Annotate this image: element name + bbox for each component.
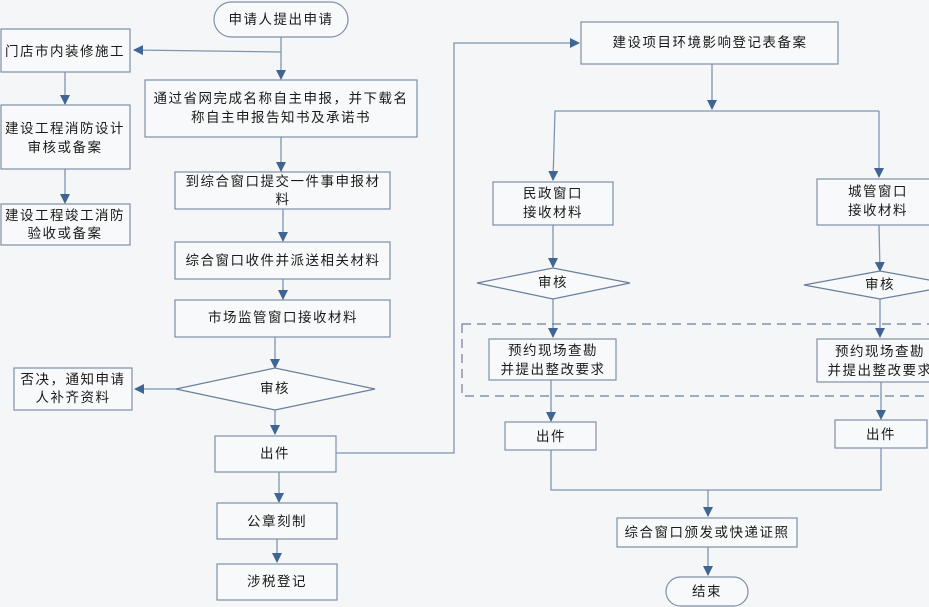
issue-right-node[interactable]: 出件 bbox=[834, 419, 928, 449]
review-left-decision[interactable]: 审核 bbox=[476, 267, 631, 300]
license-node[interactable]: 综合窗口颁发或快递证照 bbox=[616, 517, 798, 548]
online-declare-label-2: 称自主申报告知书及承诺书 bbox=[191, 109, 371, 126]
issue-right-label: 出件 bbox=[866, 427, 896, 443]
tax-label: 涉税登记 bbox=[247, 574, 307, 590]
issue-node[interactable]: 出件 bbox=[214, 435, 337, 473]
civil-window-node[interactable]: 民政窗口 接收材料 bbox=[492, 181, 614, 226]
fire-design-node[interactable]: 建设工程消防设计 审核或备案 bbox=[0, 104, 131, 170]
reject-label-2: 人补齐资料 bbox=[36, 390, 111, 406]
review-left-label: 审核 bbox=[538, 275, 568, 291]
renovation-node[interactable]: 门店市内装修施工 bbox=[0, 28, 131, 73]
issue-left-node[interactable]: 出件 bbox=[504, 421, 597, 451]
review-right-decision[interactable]: 审核 bbox=[803, 270, 929, 300]
urban-window-node[interactable]: 城管窗口 接收材料 bbox=[816, 178, 929, 226]
review-label: 审核 bbox=[260, 381, 290, 397]
inspect-left-label-1: 预约现场查勘 bbox=[508, 343, 598, 359]
fire-acceptance-node[interactable]: 建设工程竣工消防 验收或备案 bbox=[0, 203, 131, 246]
urban-window-label-2: 接收材料 bbox=[848, 202, 908, 219]
online-declare-node[interactable]: 通过省网完成名称自主申报，并下载名 称自主申报告知书及承诺书 bbox=[144, 79, 418, 138]
inspect-right-label-1: 预约现场查勘 bbox=[835, 344, 925, 360]
online-declare-label-1: 通过省网完成名称自主申报，并下载名 bbox=[154, 91, 409, 107]
renovation-label: 门店市内装修施工 bbox=[5, 43, 125, 60]
urban-window-label-1: 城管窗口 bbox=[848, 183, 908, 200]
receive-dispatch-label: 综合窗口收件并派送相关材料 bbox=[186, 252, 381, 269]
arrow-urban-to-review bbox=[874, 224, 885, 272]
inspection-group-frame bbox=[461, 323, 929, 397]
issue-left-label: 出件 bbox=[536, 429, 566, 445]
fire-acceptance-label-1: 建设工程竣工消防 bbox=[5, 208, 125, 224]
market-window-node[interactable]: 市场监管窗口接收材料 bbox=[174, 299, 391, 338]
merge-line bbox=[550, 448, 882, 491]
seal-node[interactable]: 公章刻制 bbox=[216, 502, 338, 540]
review-decision[interactable]: 审核 bbox=[175, 367, 376, 411]
submit-materials-label-2: 料 bbox=[276, 192, 291, 208]
submit-materials-label-1: 到综合窗口提交一件事申报材 bbox=[186, 173, 381, 190]
issue-label: 出件 bbox=[260, 446, 290, 462]
inspect-right-label-2: 并提出整改要求 bbox=[828, 363, 929, 379]
fire-design-label-2: 审核或备案 bbox=[28, 139, 103, 156]
submit-materials-node[interactable]: 到综合窗口提交一件事申报材 料 bbox=[174, 171, 391, 210]
license-label: 综合窗口颁发或快递证照 bbox=[625, 524, 790, 541]
civil-window-label-1: 民政窗口 bbox=[523, 185, 583, 202]
fire-design-label-1: 建设工程消防设计 bbox=[5, 121, 125, 137]
seal-label: 公章刻制 bbox=[247, 513, 307, 530]
connectors bbox=[60, 37, 886, 576]
fire-acceptance-label-2: 验收或备案 bbox=[28, 225, 103, 242]
market-window-label: 市场监管窗口接收材料 bbox=[208, 309, 358, 326]
receive-dispatch-node[interactable]: 综合窗口收件并派送相关材料 bbox=[174, 241, 391, 280]
end-node[interactable]: 结束 bbox=[665, 576, 749, 607]
reject-label-1: 否决，通知申请 bbox=[21, 371, 126, 388]
inspect-right-node[interactable]: 预约现场查勘 并提出整改要求 bbox=[816, 338, 929, 383]
end-label: 结束 bbox=[692, 584, 722, 600]
start-label: 申请人提出申请 bbox=[229, 12, 334, 28]
civil-window-label-2: 接收材料 bbox=[523, 204, 583, 221]
inspect-left-node[interactable]: 预约现场查勘 并提出整改要求 bbox=[488, 338, 617, 381]
arrow-to-civil-window bbox=[548, 110, 879, 181]
start-node[interactable]: 申请人提出申请 bbox=[213, 1, 349, 38]
env-filing-node[interactable]: 建设项目环境影响登记表备案 bbox=[580, 21, 839, 65]
review-right-label: 审核 bbox=[865, 277, 895, 293]
arrow-start-to-renovation bbox=[133, 45, 282, 56]
reject-node[interactable]: 否决，通知申请 人补齐资料 bbox=[13, 367, 133, 411]
env-filing-label: 建设项目环境影响登记表备案 bbox=[613, 34, 808, 51]
inspect-left-label-2: 并提出整改要求 bbox=[501, 362, 606, 378]
tax-node[interactable]: 涉税登记 bbox=[216, 563, 338, 601]
arrow-issue-to-env-filing bbox=[336, 38, 580, 454]
